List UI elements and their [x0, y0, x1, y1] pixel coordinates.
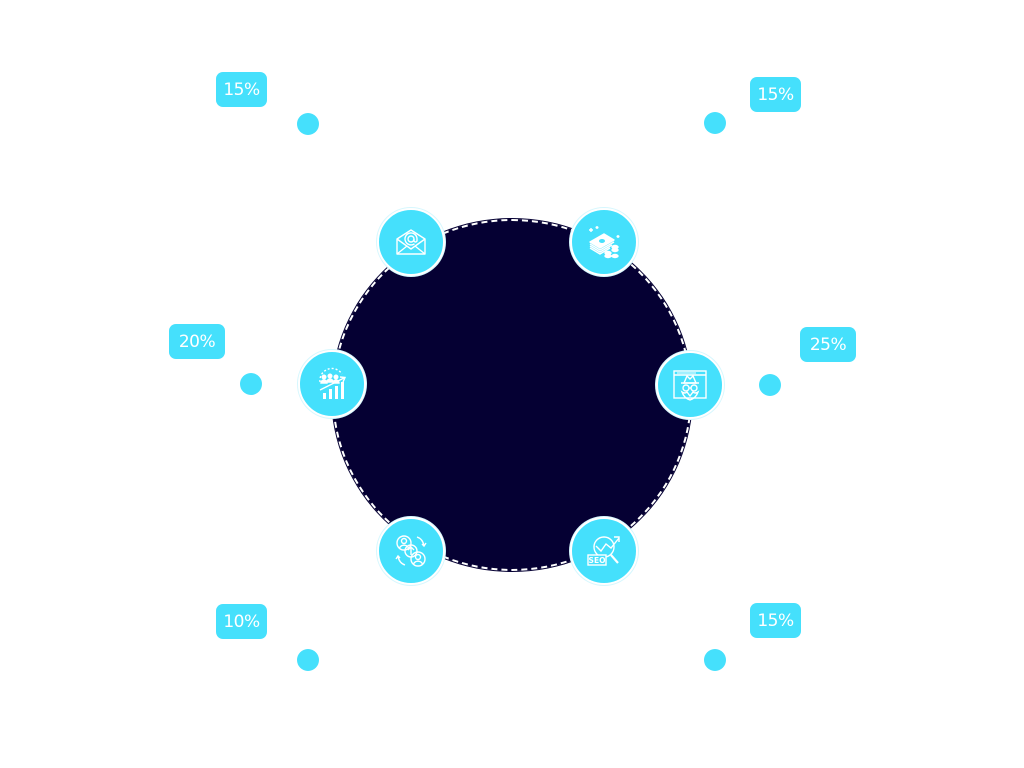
spy-browser-icon	[673, 370, 707, 401]
people-exchange-icon	[395, 535, 427, 567]
node-seo: SEO	[570, 517, 638, 585]
percent-label-referral: 10%	[216, 604, 267, 639]
marker-dot-spy	[759, 374, 781, 396]
email-envelope-icon	[396, 229, 426, 255]
marker-dot-email	[297, 113, 319, 135]
percent-label-money: 15%	[750, 77, 801, 112]
marker-dot-seo	[704, 649, 726, 671]
percent-label-spy: 25%	[800, 327, 856, 362]
node-referral	[377, 517, 445, 585]
percent-label-seo: 15%	[750, 603, 801, 638]
marker-dot-money	[704, 112, 726, 134]
marker-dot-growth	[240, 373, 262, 395]
central-circle	[331, 218, 693, 572]
node-email	[377, 208, 445, 276]
marker-dot-referral	[297, 649, 319, 671]
svg-text:SEO: SEO	[589, 556, 606, 565]
node-growth	[298, 350, 366, 418]
node-money	[570, 208, 638, 276]
percent-label-growth: 20%	[169, 324, 225, 359]
node-spy	[656, 351, 724, 419]
money-stack-icon	[589, 226, 620, 259]
audience-growth-chart-icon	[319, 367, 347, 399]
percent-label-email: 15%	[216, 72, 267, 107]
seo-magnifier-icon: SEO	[587, 536, 620, 566]
